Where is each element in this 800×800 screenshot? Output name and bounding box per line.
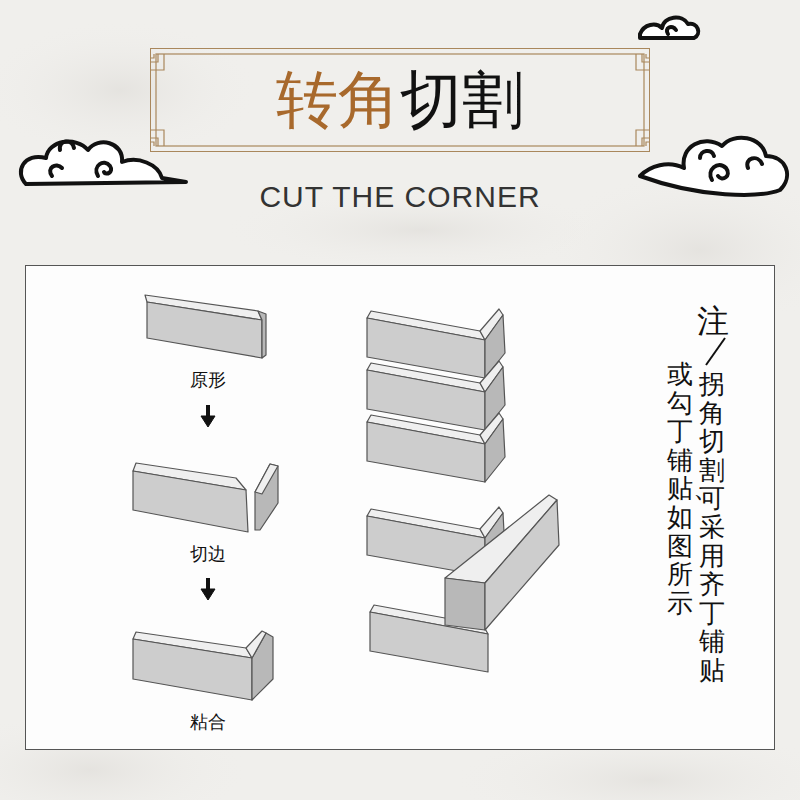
step-label: 粘合: [190, 712, 226, 734]
step-label: 切边: [190, 544, 226, 566]
title-frame: 转角切割: [150, 48, 650, 152]
cloud-left: [21, 141, 186, 184]
brick-cut: [133, 463, 278, 532]
note-text: 或勾丁铺贴、如图所示: [667, 360, 693, 617]
note-slash: [706, 338, 725, 365]
panel-box: 原形切边粘合 注拐角切割可采用齐丁铺贴或勾丁铺贴、如图所示: [25, 265, 775, 750]
subtitle: CUT THE CORNER: [259, 180, 540, 214]
note-mark: 注: [697, 302, 729, 340]
brick-original: [145, 295, 266, 358]
cloud-top-right: [640, 18, 698, 38]
panel-ground: [25, 265, 775, 750]
title-part: 转角: [276, 63, 400, 137]
title-part: 切割: [400, 63, 524, 137]
brick-joined: [133, 631, 273, 700]
paper-texture: [0, 20, 800, 800]
note-text: 拐角切割可采用齐丁铺贴: [699, 370, 725, 685]
step-label: 原形: [190, 370, 226, 392]
corner-brick-stack: [367, 309, 505, 482]
title-frame-ornament: [150, 54, 650, 146]
cloud-right: [640, 138, 787, 195]
corner-brick-alternate: [367, 495, 559, 672]
